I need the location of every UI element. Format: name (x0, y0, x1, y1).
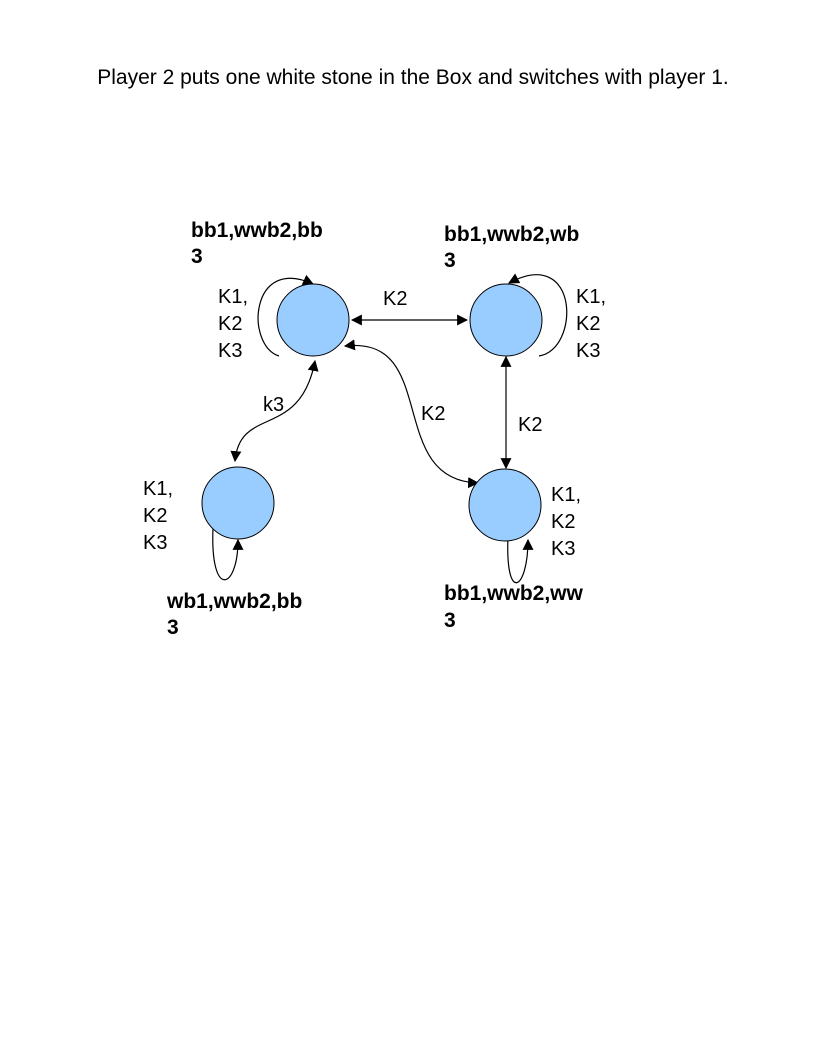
node-bottom-right (468, 468, 542, 542)
node-label-top-left: bb1,wwb2,bb (191, 219, 323, 242)
node-label-top-left-line2: 3 (191, 245, 203, 268)
loop-label-bottom-right-2: K2 (551, 511, 575, 533)
node-top-left (276, 283, 350, 357)
loop-label-bottom-left-2: K2 (143, 505, 167, 527)
loop-label-bottom-left-1: K1, (143, 478, 173, 500)
loop-label-bottom-right-1: K1, (551, 484, 581, 506)
loop-label-top-left-2: K2 (218, 313, 242, 335)
loop-label-top-right-2: K2 (576, 313, 600, 335)
node-label-bottom-left: wb1,wwb2,bb (166, 590, 302, 613)
node-label-bottom-right: bb1,wwb2,ww (444, 582, 584, 605)
loop-label-top-right-3: K3 (576, 340, 600, 362)
node-label-top-right-line2: 3 (444, 249, 456, 272)
loop-label-top-right-1: K1, (576, 286, 606, 308)
loop-label-bottom-right-3: K3 (551, 538, 575, 560)
loop-label-bottom-left-3: K3 (143, 532, 167, 554)
self-loop-bottom-right (507, 535, 534, 584)
loop-label-top-left-3: K3 (218, 340, 242, 362)
edge-label-right: K2 (518, 414, 542, 436)
edge-label-left: k3 (263, 394, 284, 416)
node-label-bottom-left-line2: 3 (167, 616, 179, 639)
page-caption: Player 2 puts one white stone in the Box… (97, 66, 729, 89)
edge-top-left-bottom-left (230, 359, 319, 463)
node-label-top-right: bb1,wwb2,wb (444, 223, 579, 246)
self-loop-top-right (508, 273, 568, 357)
edge-top-left-bottom-right (343, 339, 480, 489)
self-loop-top-left (257, 274, 314, 357)
loop-label-top-left-1: K1, (218, 286, 248, 308)
node-top-right (469, 283, 543, 357)
edge-label-diagonal: K2 (421, 403, 445, 425)
self-loop-bottom-left (212, 527, 244, 581)
edge-label-top: K2 (383, 288, 407, 310)
node-label-bottom-right-line2: 3 (444, 609, 456, 632)
node-bottom-left (201, 466, 275, 540)
